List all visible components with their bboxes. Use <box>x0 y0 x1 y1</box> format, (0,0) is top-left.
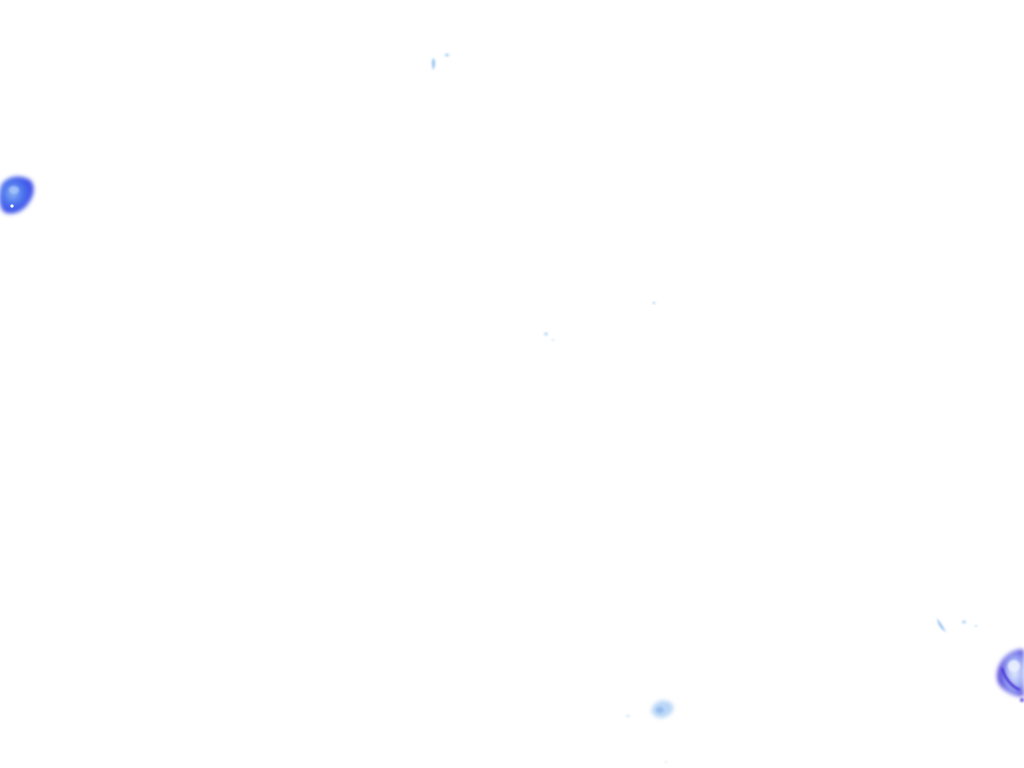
left-blue-blob <box>0 176 34 214</box>
right-wisps <box>937 618 978 632</box>
center-specks <box>544 302 656 341</box>
bottom-center-cluster <box>626 700 674 763</box>
right-edge-blob <box>997 649 1024 702</box>
top-wisp <box>431 53 449 70</box>
